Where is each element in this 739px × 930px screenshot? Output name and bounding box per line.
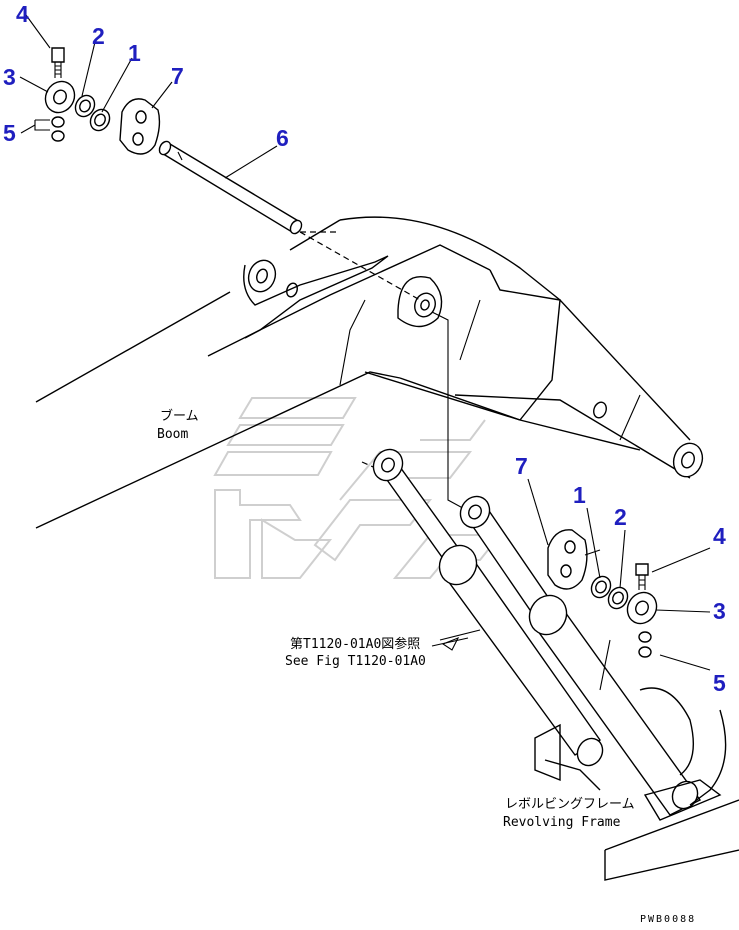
callout-4-right: 4 — [713, 523, 726, 549]
label-boom-en: Boom — [157, 427, 188, 442]
pin-centerline-lower — [361, 461, 381, 471]
callout-2-right: 2 — [614, 504, 627, 530]
label-frame-jp: レボルビングフレーム — [505, 797, 635, 812]
pin-6 — [158, 140, 303, 235]
pin-centerline-upper — [299, 231, 421, 301]
boom — [35, 216, 704, 529]
callout-3-top: 3 — [3, 64, 16, 90]
callout-1-right: 1 — [573, 482, 586, 508]
callout-1-top: 1 — [128, 40, 141, 66]
boom-cylinders — [372, 448, 702, 816]
callout-6-top: 6 — [276, 125, 289, 151]
drawing-code: PWB0088 — [640, 914, 696, 925]
callout-3-right: 3 — [713, 598, 726, 624]
callout-7-right: 7 — [515, 453, 528, 479]
label-ref-en: See Fig T1120-01A0 — [285, 654, 426, 669]
top-parts — [34, 47, 161, 155]
right-parts — [547, 529, 658, 658]
revolving-frame — [534, 639, 739, 881]
leader-boom-pin — [431, 311, 471, 513]
label-boom-jp: ブーム — [160, 408, 199, 424]
callout-2-top: 2 — [92, 23, 105, 49]
callout-7-top: 7 — [171, 63, 184, 89]
callout-5-right: 5 — [713, 670, 726, 696]
callout-4-top: 4 — [16, 1, 29, 27]
label-frame-en: Revolving Frame — [503, 815, 621, 830]
callout-5-top: 5 — [3, 120, 16, 146]
label-ref-jp: 第T1120-01A0図参照 — [290, 636, 420, 652]
leader-lines — [19, 14, 711, 671]
